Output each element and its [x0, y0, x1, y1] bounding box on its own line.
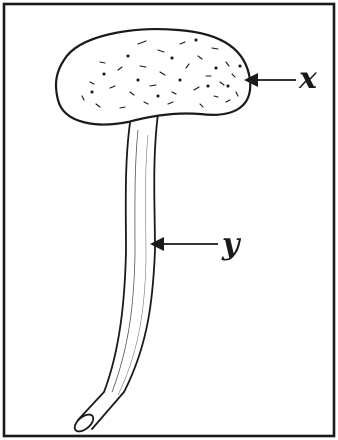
label-y: y — [221, 227, 242, 262]
arrow-y-head — [150, 237, 164, 251]
stalk-texture-2 — [118, 135, 148, 395]
stalk-outline — [78, 114, 158, 429]
mushroom-cap — [56, 29, 250, 124]
label-x: x — [298, 61, 318, 96]
